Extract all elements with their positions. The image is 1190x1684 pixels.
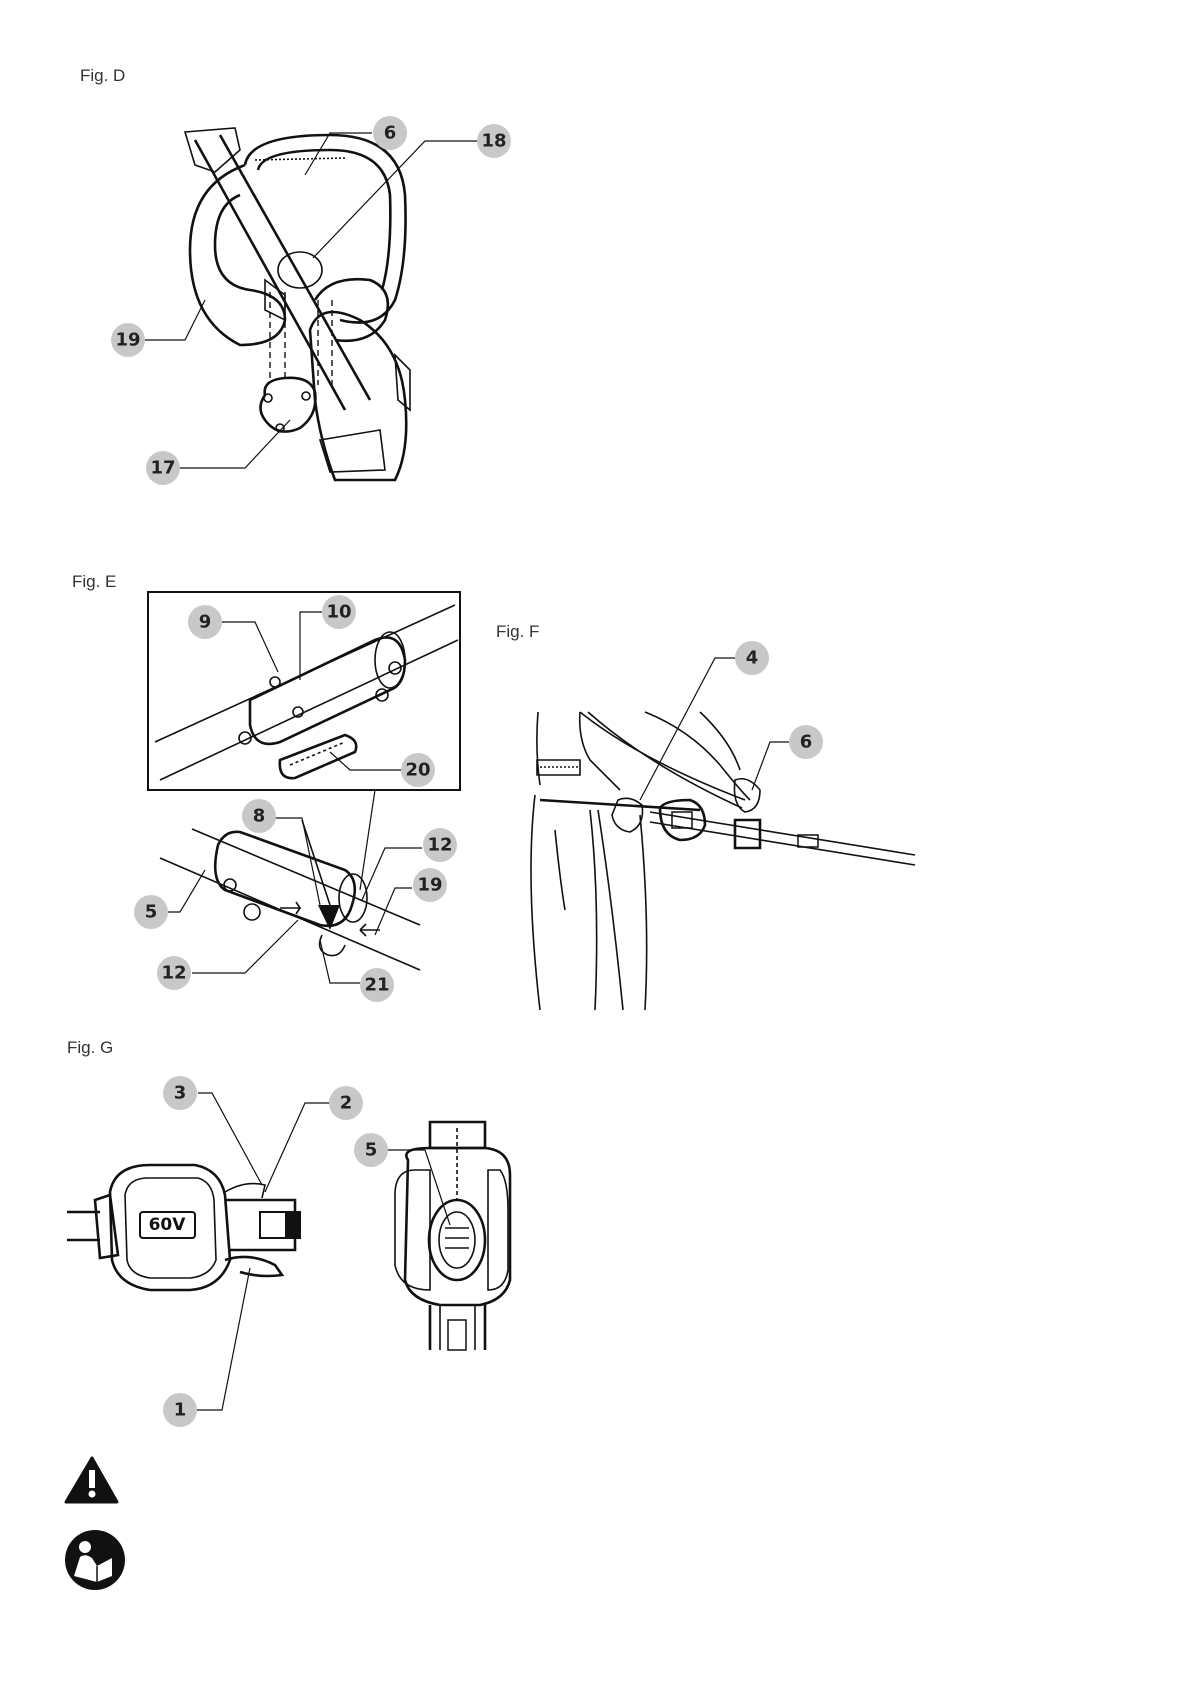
callout-5: 5 [145, 902, 158, 923]
callout-8: 8 [253, 806, 266, 827]
callout-9: 9 [199, 612, 212, 633]
fig-g-callouts: 3 2 5 1 [163, 1076, 388, 1427]
fig-f-callouts: 4 6 [735, 641, 823, 759]
callout-21: 21 [364, 975, 389, 996]
callout-2: 2 [340, 1093, 353, 1114]
callout-18: 18 [481, 131, 506, 152]
callout-17: 17 [150, 458, 175, 479]
warning-icon [66, 1458, 117, 1502]
callout-5: 5 [365, 1140, 378, 1161]
callout-19: 19 [115, 330, 140, 351]
callout-6: 6 [800, 732, 813, 753]
callout-10: 10 [326, 602, 351, 623]
fig-f-illustration [531, 658, 915, 1010]
callout-20: 20 [405, 760, 430, 781]
fig-e-callouts: 9 10 20 8 12 19 5 12 21 [134, 595, 457, 1002]
callout-6: 6 [384, 123, 397, 144]
battery-badge-text: 60V [149, 1215, 187, 1235]
fig-e-illustration [148, 592, 460, 983]
callout-12-top: 12 [427, 835, 452, 856]
callout-3: 3 [174, 1083, 187, 1104]
read-manual-icon [65, 1530, 125, 1590]
callout-4: 4 [746, 648, 759, 669]
callout-19: 19 [417, 875, 442, 896]
callout-12-bottom: 12 [161, 963, 186, 984]
fig-d-illustration [145, 128, 478, 480]
fig-g-illustration: 60V [67, 1093, 510, 1410]
callout-1: 1 [174, 1400, 187, 1421]
fig-d-callouts: 6 18 19 17 [111, 116, 511, 485]
